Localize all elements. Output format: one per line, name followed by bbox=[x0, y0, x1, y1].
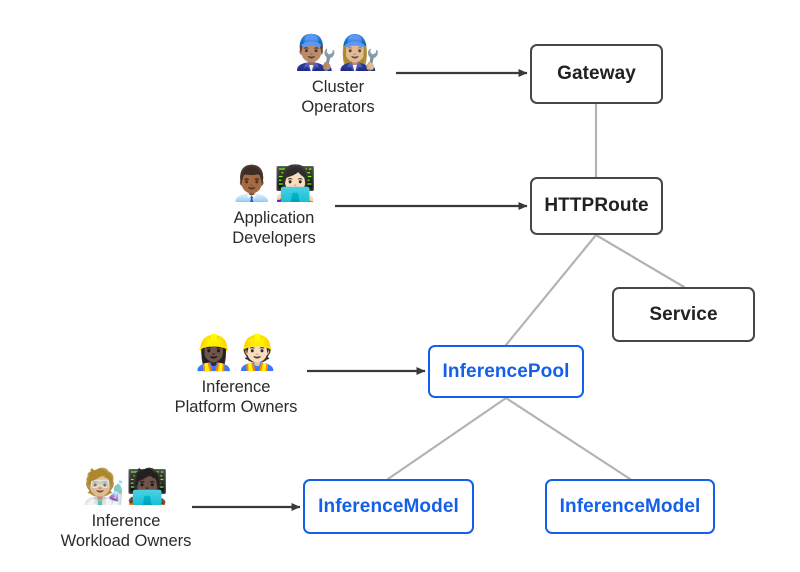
node-httproute[interactable]: HTTPRoute bbox=[530, 177, 663, 235]
persona-label-inference-platform-owners: Inference Platform Owners bbox=[174, 378, 298, 416]
inference-platform-owners-icon: 👷🏿‍♀️👷🏻 bbox=[192, 333, 280, 373]
cluster-operators-icon: 👨🏽‍🔧👩🏼‍🔧 bbox=[294, 33, 382, 73]
persona-cluster-operators: 👨🏽‍🔧👩🏼‍🔧 Cluster Operators bbox=[238, 32, 438, 117]
node-inferencemodel-2[interactable]: InferenceModel bbox=[545, 479, 715, 534]
persona-inference-platform-owners: 👷🏿‍♀️👷🏻 Inference Platform Owners bbox=[136, 332, 336, 417]
application-developers-icon: 👨🏾‍💼👩🏻‍💻 bbox=[230, 164, 318, 204]
persona-inference-workload-owners: 🧑🏼‍🔬🧑🏿‍💻 Inference Workload Owners bbox=[26, 466, 226, 551]
inference-workload-owners-icon: 🧑🏼‍🔬🧑🏿‍💻 bbox=[82, 467, 170, 507]
edge-httproute-service bbox=[594, 233, 686, 289]
edge-httproute-inferencepool bbox=[504, 233, 598, 347]
node-service[interactable]: Service bbox=[612, 287, 755, 342]
edge-inferencepool-model-1 bbox=[386, 396, 508, 481]
persona-label-application-developers: Application Developers bbox=[232, 209, 316, 247]
persona-label-cluster-operators: Cluster Operators bbox=[301, 78, 375, 116]
node-inferencepool[interactable]: InferencePool bbox=[428, 345, 584, 398]
persona-application-developers: 👨🏾‍💼👩🏻‍💻 Application Developers bbox=[174, 163, 374, 248]
edge-inferencepool-model-2 bbox=[504, 396, 632, 481]
persona-label-inference-workload-owners: Inference Workload Owners bbox=[60, 512, 192, 550]
node-inferencemodel-1[interactable]: InferenceModel bbox=[303, 479, 474, 534]
node-gateway[interactable]: Gateway bbox=[530, 44, 663, 104]
